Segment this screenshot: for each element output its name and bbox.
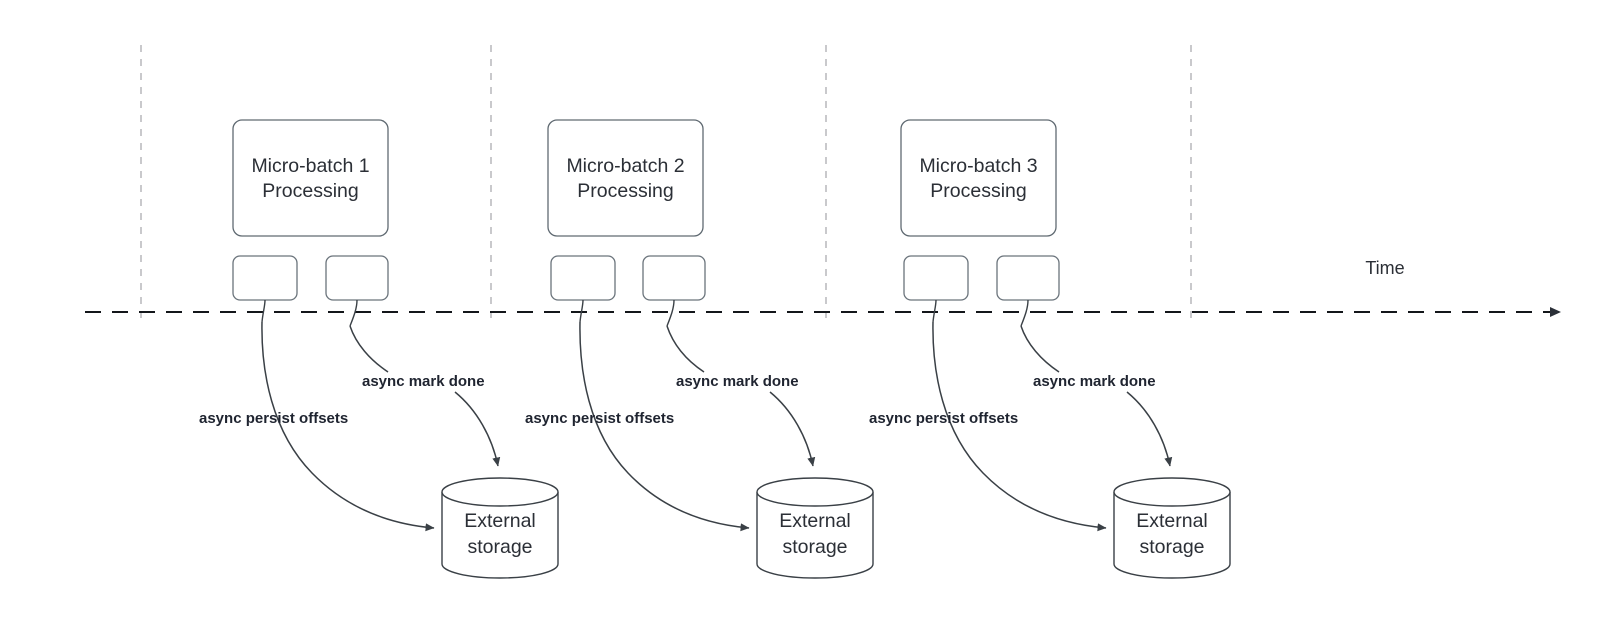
group-2-persist-offsets-label: async persist offsets [525,410,674,427]
group-1-storage-label-line1: External [464,510,536,532]
group-2-external-storage[interactable] [756,477,874,579]
group-2-mark-done-label: async mark done [676,373,799,390]
time-axis-label: Time [1365,258,1404,278]
micro-batch-3-box[interactable] [900,119,1057,237]
group-3-storage-label-line2: storage [1139,536,1204,558]
group-2: Micro-batch 2 Processing async persist o… [525,119,874,579]
micro-batch-1-label-line2: Processing [262,180,358,202]
group-2-persist-stub [579,299,584,323]
group-3-mark-done-label: async mark done [1033,373,1156,390]
group-2-mark-done-stub [666,299,675,327]
group-3-persist-offsets-label: async persist offsets [869,410,1018,427]
micro-batch-1-label-line1: Micro-batch 1 [251,155,369,177]
group-1-storage-label-line2: storage [467,536,532,558]
group-1-mark-done-stub [349,299,358,327]
group-3-mark-done-arrow-b [1126,391,1173,467]
micro-batch-3-label-line2: Processing [930,180,1026,202]
group-1-external-storage[interactable] [441,477,559,579]
group-2-persist-task-box[interactable] [550,255,616,301]
group-2-persist-offsets-arrow [579,321,750,532]
separator-group [140,45,1192,322]
group-1-mark-done-label: async mark done [362,373,485,390]
micro-batch-1-box[interactable] [232,119,389,237]
group-1-persist-stub [261,299,266,323]
group-2-storage-label-line1: External [779,510,851,532]
group-1: Micro-batch 1 Processing async persist o… [199,119,559,579]
group-2-storage-label-line2: storage [782,536,847,558]
group-2-mark-done-arrow-b [769,391,816,467]
micro-batch-2-label-line1: Micro-batch 2 [566,155,684,177]
group-3-persist-offsets-arrow [932,321,1107,532]
group-1-mark-done-arrow-b [454,391,501,467]
group-3-storage-label-line1: External [1136,510,1208,532]
group-1-mark-done-arrow-a [349,325,389,373]
group-2-mark-done-task-box[interactable] [642,255,706,301]
group-1-persist-task-box[interactable] [232,255,298,301]
group-1-persist-offsets-label: async persist offsets [199,410,348,427]
group-2-mark-done-arrow-a [666,325,705,373]
group-3-persist-stub [932,299,937,323]
group-1-persist-offsets-arrow [261,321,435,532]
micro-batch-2-box[interactable] [547,119,704,237]
micro-batch-2-label-line2: Processing [577,180,673,202]
group-1-mark-done-task-box[interactable] [325,255,389,301]
group-3-mark-done-stub [1020,299,1029,327]
micro-batch-3-label-line1: Micro-batch 3 [919,155,1037,177]
group-3-mark-done-task-box[interactable] [996,255,1060,301]
group-3: Micro-batch 3 Processing async persist o… [869,119,1231,579]
group-3-persist-task-box[interactable] [903,255,969,301]
group-3-mark-done-arrow-a [1020,325,1060,373]
group-3-external-storage[interactable] [1113,477,1231,579]
